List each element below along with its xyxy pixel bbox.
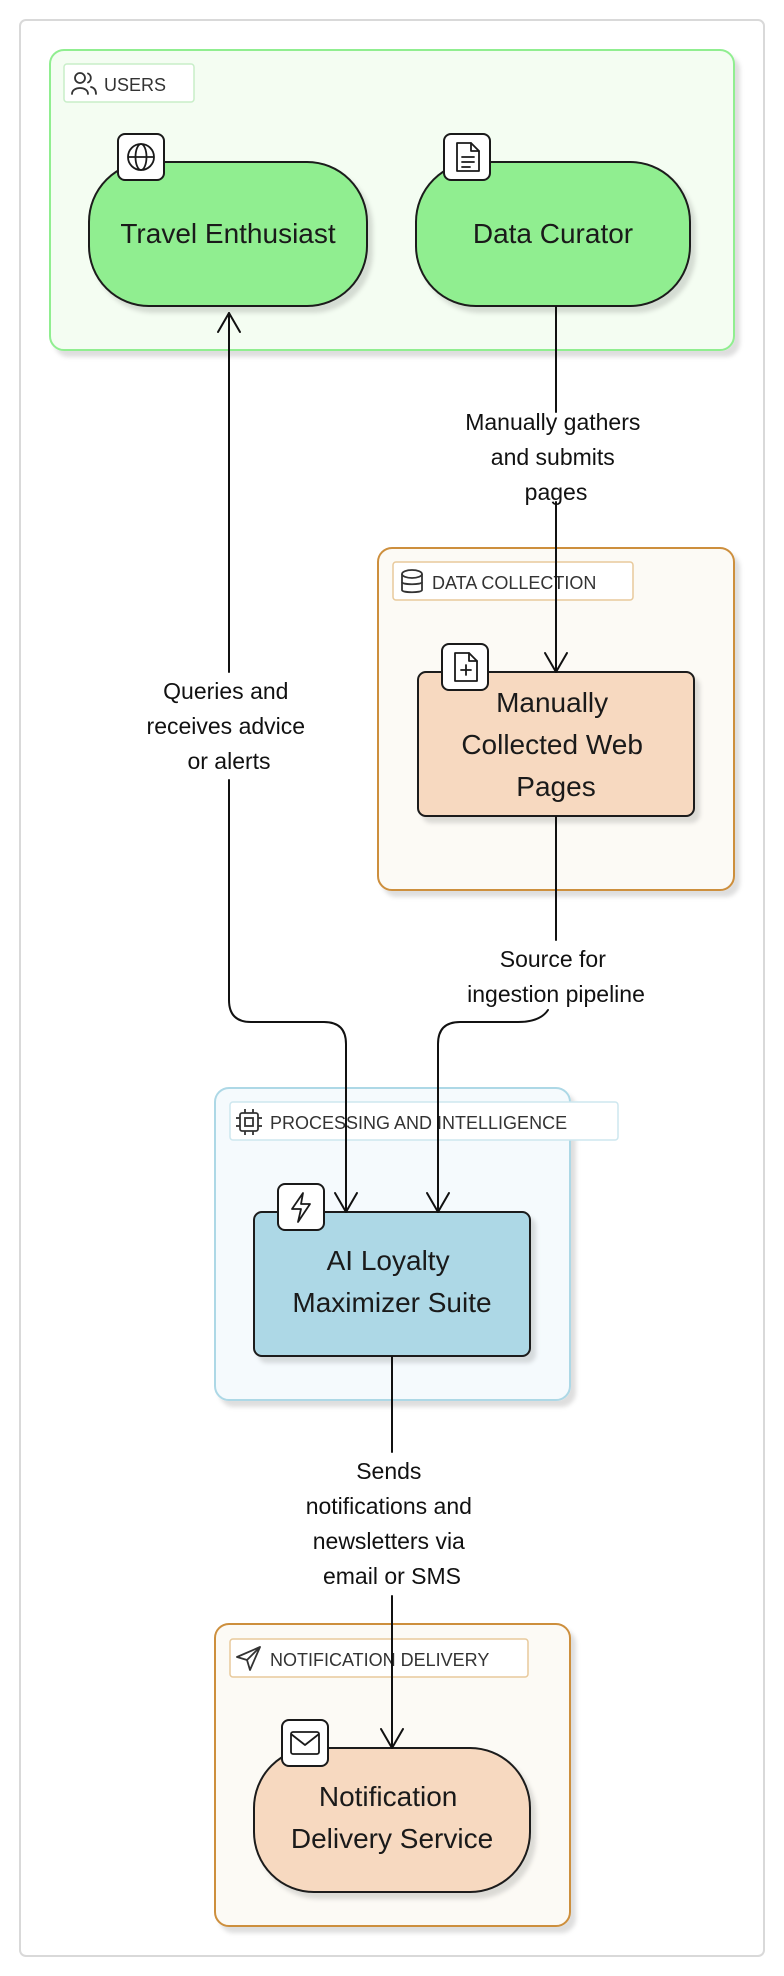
- edge-label-line: or alerts: [187, 748, 270, 774]
- cpu-icon: [236, 1109, 262, 1135]
- travel-enthusiast-label: Travel Enthusiast: [120, 218, 335, 249]
- edge-label-line: ingestion pipeline: [467, 981, 645, 1007]
- group-notification-label: NOTIFICATION DELIVERY: [270, 1650, 489, 1670]
- edge-label-pages-to-suite: Source for ingestion pipeline: [467, 946, 645, 1007]
- edge-label-line: Source for: [500, 946, 606, 972]
- edge-label-line: email or SMS: [323, 1563, 461, 1589]
- arrowhead: [380, 1728, 404, 1749]
- database-icon: [401, 569, 423, 594]
- web-pages-label-line: Pages: [516, 771, 595, 802]
- lightning-icon-badge: [277, 1183, 325, 1231]
- data-curator-label: Data Curator: [473, 218, 633, 249]
- edge-label-line: Queries and: [163, 678, 288, 704]
- node-data-curator: Data Curator: [415, 133, 691, 307]
- globe-icon: [127, 143, 155, 171]
- group-processing-label-box: [229, 1101, 619, 1141]
- ai-suite-label-line: AI Loyalty: [327, 1245, 450, 1276]
- edge-pages-to-suite: [437, 816, 557, 1213]
- notification-service-shape: [253, 1747, 531, 1893]
- edge-label-line: and submits: [491, 444, 615, 470]
- edge-label-line: Sends: [356, 1458, 421, 1484]
- arrowhead: [334, 1192, 358, 1213]
- node-web-pages: Manually Collected Web Pages: [417, 643, 695, 817]
- group-collection-label: DATA COLLECTION: [432, 573, 596, 593]
- web-pages-label-line: Collected Web: [461, 729, 643, 760]
- users-icon: [71, 72, 97, 95]
- edge-label-enthusiast-suite: Queries and receives advice or alerts: [147, 678, 312, 774]
- lightning-icon: [291, 1192, 311, 1223]
- node-ai-suite: AI Loyalty Maximizer Suite: [253, 1183, 531, 1357]
- node-travel-enthusiast: Travel Enthusiast: [88, 133, 368, 307]
- edge-label-curator-to-pages: Manually gathers and submits pages: [465, 409, 647, 505]
- notification-service-label: Notification Delivery Service: [291, 1781, 493, 1854]
- edge-label-line: receives advice: [147, 713, 306, 739]
- ai-suite-shape: [253, 1211, 531, 1357]
- notification-service-label-line: Notification: [319, 1781, 458, 1812]
- send-icon: [236, 1646, 261, 1671]
- arrowhead: [544, 652, 568, 673]
- document-icon: [456, 142, 480, 172]
- edge-label-line: newsletters via: [313, 1528, 465, 1554]
- edges: [217, 306, 568, 1749]
- ai-suite-label-line: Maximizer Suite: [292, 1287, 491, 1318]
- diagram-frame: [19, 19, 765, 1957]
- edge-label-suite-to-notify: Sends notifications and newsletters via …: [306, 1458, 479, 1589]
- edge-label-line: notifications and: [306, 1493, 472, 1519]
- web-pages-label-line: Manually: [496, 687, 608, 718]
- node-notification-service: Notification Delivery Service: [253, 1719, 531, 1893]
- edge-enthusiast-suite: [228, 312, 347, 1213]
- arrowhead: [426, 1192, 450, 1213]
- mail-icon: [290, 1731, 320, 1755]
- edge-label-line: pages: [525, 479, 588, 505]
- edge-label-line: Manually gathers: [465, 409, 640, 435]
- file-plus-icon: [454, 652, 478, 682]
- arrowhead: [217, 312, 241, 333]
- file-plus-icon-badge: [441, 643, 489, 691]
- group-processing-label: PROCESSING AND INTELLIGENCE: [270, 1113, 567, 1133]
- group-users-label: USERS: [104, 75, 166, 95]
- notification-service-label-line: Delivery Service: [291, 1823, 493, 1854]
- mail-icon-badge: [281, 1719, 329, 1767]
- travel-enthusiast-shape: [88, 161, 368, 307]
- group-collection-label-box: [392, 561, 634, 601]
- web-pages-label: Manually Collected Web Pages: [461, 687, 650, 802]
- group-notification-label-box: [229, 1638, 529, 1678]
- data-curator-shape: [415, 161, 691, 307]
- ai-suite-label: AI Loyalty Maximizer Suite: [292, 1245, 491, 1318]
